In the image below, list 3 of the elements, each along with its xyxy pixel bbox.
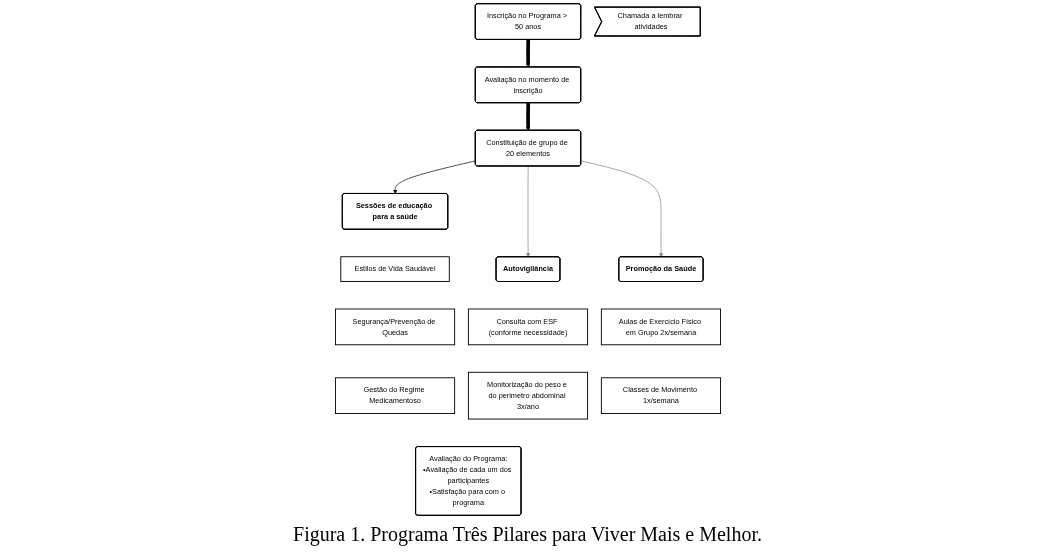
arrow xyxy=(525,102,530,131)
arrow xyxy=(525,39,530,68)
figure-caption: Figura 1. Programa Três Pilares para Viver Mais e Melhor. xyxy=(293,522,762,548)
